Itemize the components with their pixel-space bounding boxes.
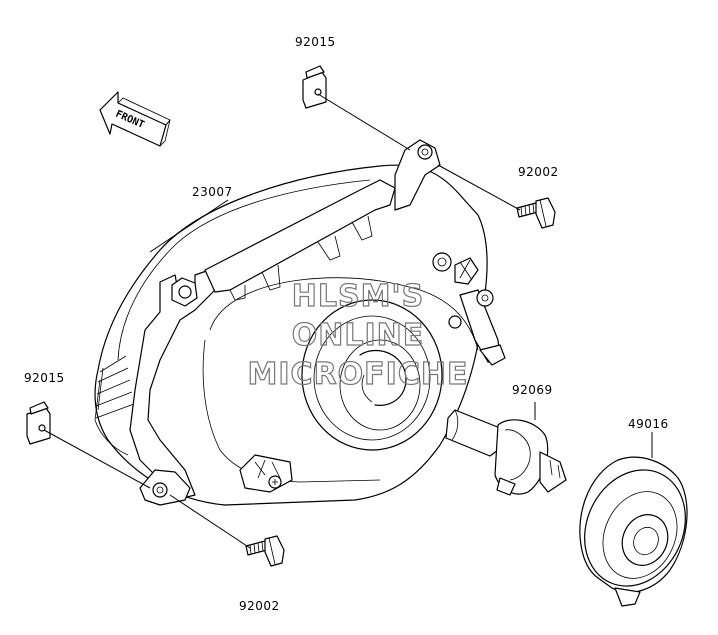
bolt-top[interactable] bbox=[516, 197, 556, 229]
clip-left[interactable] bbox=[26, 401, 51, 445]
label-bolt-bottom: 92002 bbox=[239, 599, 280, 613]
aim-adjuster[interactable] bbox=[432, 252, 506, 366]
lower-adjuster[interactable] bbox=[239, 454, 293, 493]
side-vent bbox=[95, 355, 135, 419]
clip-top[interactable] bbox=[302, 65, 327, 109]
watermark-line-2: ONLINE bbox=[292, 318, 425, 353]
label-bolt-top: 92002 bbox=[518, 165, 559, 179]
headlight-assembly[interactable] bbox=[94, 139, 506, 506]
dust-cap[interactable] bbox=[566, 453, 704, 607]
watermark-line-3: MICROFICHE bbox=[248, 357, 469, 392]
reflector bbox=[301, 299, 443, 451]
label-clip-left: 92015 bbox=[24, 371, 65, 385]
label-bulb: 92069 bbox=[512, 383, 553, 397]
watermark-line-1: HLSM'S bbox=[292, 279, 424, 314]
front-arrow-icon: FRONT bbox=[99, 91, 171, 147]
label-clip-top: 92015 bbox=[295, 35, 336, 49]
watermark: HLSM'S ONLINE MICROFICHE bbox=[247, 278, 469, 392]
label-headlight: 23007 bbox=[192, 185, 233, 199]
bulb[interactable] bbox=[445, 409, 567, 496]
label-cap: 49016 bbox=[628, 417, 669, 431]
bolt-bottom[interactable] bbox=[245, 535, 285, 567]
